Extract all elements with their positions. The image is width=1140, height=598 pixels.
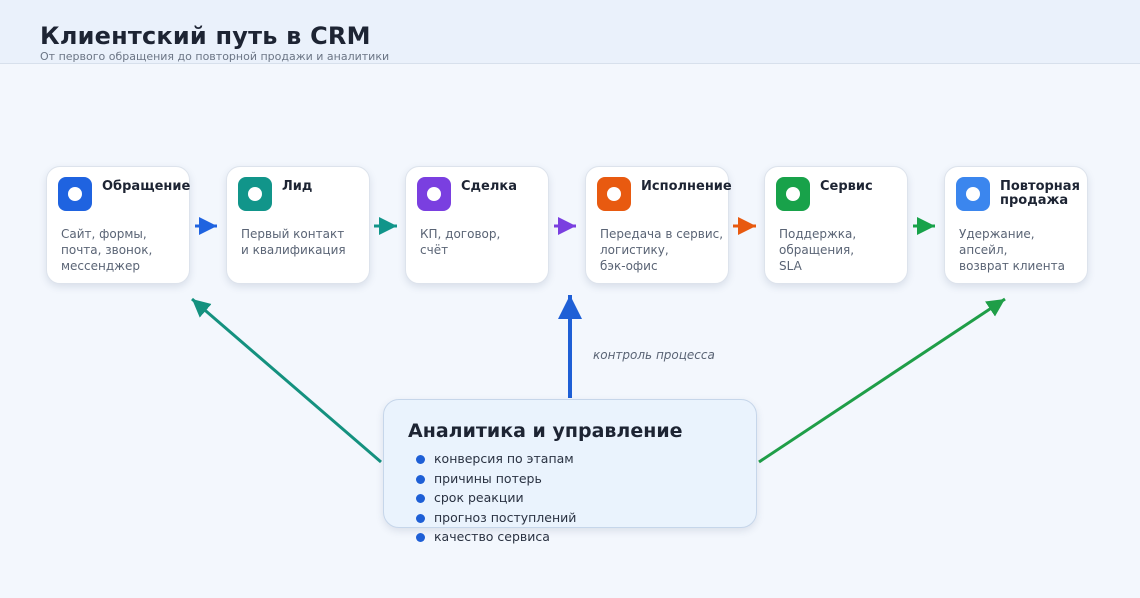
metric-label: срок реакции (434, 490, 524, 505)
header: Клиентский путь в CRM От первого обращен… (0, 0, 1140, 64)
bullet-icon (416, 513, 425, 523)
bullet-icon (416, 494, 425, 503)
stage-badge-icon (776, 177, 810, 211)
page-subtitle: От первого обращения до повторной продаж… (40, 50, 390, 63)
metric-label: прогноз поступлений (434, 509, 577, 525)
page-title: Клиентский путь в CRM (40, 22, 371, 50)
metric-label: качество сервиса (434, 529, 550, 544)
stage-badge-icon (417, 177, 451, 211)
list-item: качество сервиса (416, 529, 576, 549)
stage-card-lid: Лид Первый контакт и квалификация (226, 166, 370, 284)
stage-description: Сайт, формы, почта, звонок, мессенджер (61, 227, 153, 273)
analytics-metrics-list: конверсия по этапам причины потерь срок … (416, 451, 576, 549)
list-item: срок реакции (416, 490, 576, 510)
bullet-icon (416, 533, 425, 542)
stage-title: Повторная продажа (1000, 179, 1080, 208)
stage-card-sdelka: Сделка КП, договор, счёт (405, 166, 549, 284)
list-item: конверсия по этапам (416, 451, 576, 471)
stage-card-servis: Сервис Поддержка, обращения, SLA (764, 166, 908, 284)
stage-description: Первый контакт и квалификация (241, 227, 346, 257)
bullet-icon (416, 474, 425, 484)
arrow-analytics-to-last (758, 297, 1006, 464)
bullet-icon (416, 455, 425, 464)
analytics-title: Аналитика и управление (408, 420, 683, 442)
stage-card-ispolnenie: Исполнение Передача в сервис, логистику,… (585, 166, 732, 284)
stage-title: Обращение (102, 179, 191, 194)
metric-label: конверсия по этапам (434, 451, 574, 466)
stage-description: Передача в сервис, логистику, бэк-офис (600, 227, 724, 273)
stage-title: Исполнение (641, 179, 732, 194)
stage-description: КП, договор, счёт (420, 227, 501, 257)
list-item: причины потерь (416, 471, 576, 491)
stage-description: Поддержка, обращения, SLA (779, 227, 857, 273)
stage-title: Сделка (461, 179, 517, 194)
analytics-panel: Аналитика и управление (383, 399, 757, 528)
stage-title: Лид (282, 179, 313, 194)
control-label: контроль процесса (593, 348, 715, 362)
metric-label: причины потерь (434, 470, 542, 486)
stage-title: Сервис (820, 179, 873, 194)
stage-badge-icon (238, 177, 272, 211)
arrow-analytics-to-first (191, 297, 382, 464)
stage-card-povtornaya-prodazha: Повторная продажа Удержание, апсейл, воз… (944, 166, 1088, 284)
list-item: прогноз поступлений (416, 510, 576, 530)
stage-badge-icon (956, 177, 990, 211)
stage-badge-icon (58, 177, 92, 211)
stage-card-obrashchenie: Обращение Сайт, формы, почта, звонок, ме… (46, 166, 190, 284)
stage-badge-icon (597, 177, 631, 211)
stage-description: Удержание, апсейл, возврат клиента (959, 227, 1065, 273)
